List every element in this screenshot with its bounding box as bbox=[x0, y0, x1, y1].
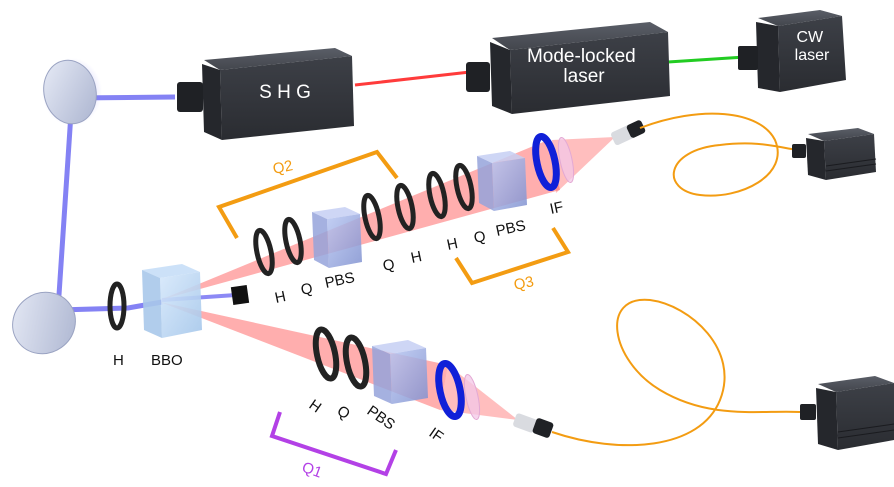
mode-locked-laser: Mode-locked laser bbox=[466, 22, 670, 114]
bbo-crystal bbox=[142, 264, 202, 338]
detector-upper bbox=[792, 128, 877, 180]
upper-label-q2: Q bbox=[381, 256, 396, 275]
cw-laser: CW laser bbox=[738, 10, 846, 92]
lower-label-h: H bbox=[306, 396, 325, 416]
source: H BBO bbox=[107, 264, 250, 369]
q2-label: Q2 bbox=[271, 157, 294, 178]
green-beam bbox=[667, 55, 746, 64]
q1-bracket bbox=[269, 411, 398, 477]
upper-lens bbox=[557, 136, 575, 184]
lower-label-if: IF bbox=[426, 424, 447, 446]
upper-pbs2 bbox=[477, 151, 527, 211]
shg-label: S H G bbox=[259, 82, 311, 103]
source-h-label: H bbox=[113, 352, 124, 369]
upper-label-h1: H bbox=[273, 288, 287, 307]
mode-locked-line-1: Mode-locked bbox=[527, 46, 636, 67]
q1-label: Q1 bbox=[300, 459, 325, 482]
upper-q3 bbox=[453, 162, 475, 212]
lower-if-filter bbox=[435, 360, 465, 420]
mode-locked-line-2: laser bbox=[563, 66, 605, 87]
source-bbo-label: BBO bbox=[151, 352, 183, 369]
q2-bracket bbox=[216, 149, 399, 240]
upper-h2 bbox=[394, 182, 416, 232]
upper-label-h3: H bbox=[445, 235, 459, 254]
upper-label-q3: Q bbox=[472, 228, 487, 247]
upper-label-pbs2: PBS bbox=[494, 217, 527, 240]
mirror-bottom bbox=[12, 291, 76, 355]
upper-pbs1 bbox=[312, 207, 362, 268]
lower-q bbox=[342, 334, 370, 390]
upper-label-if: IF bbox=[548, 199, 565, 218]
beam-dump bbox=[230, 284, 250, 306]
mode-locked-laser-label: Mode-locked laser bbox=[527, 46, 641, 87]
upper-if-filter bbox=[532, 132, 560, 192]
q3-label: Q3 bbox=[512, 273, 535, 294]
detector-lower bbox=[800, 376, 894, 450]
upper-h3 bbox=[426, 170, 448, 220]
q3-bracket bbox=[454, 226, 572, 286]
fiber-lower bbox=[551, 298, 801, 447]
upper-h1 bbox=[253, 227, 275, 277]
cw-laser-line-1: CW bbox=[796, 29, 824, 46]
lower-arm: H Q PBS IF Q1 bbox=[269, 326, 554, 482]
upper-q2 bbox=[361, 192, 383, 242]
upper-label-pbs1: PBS bbox=[323, 269, 356, 292]
shg: S H G bbox=[177, 48, 354, 140]
lower-label-q: Q bbox=[334, 402, 353, 423]
upper-label-q1: Q bbox=[299, 280, 314, 299]
fibers bbox=[551, 112, 801, 447]
upper-q1 bbox=[282, 216, 304, 266]
lower-label-pbs: PBS bbox=[364, 402, 398, 433]
lower-pbs bbox=[372, 340, 428, 404]
hwp-source bbox=[107, 281, 127, 331]
mirror-top bbox=[42, 58, 102, 126]
upper-fiber-coupler bbox=[611, 120, 646, 146]
lower-fiber-coupler bbox=[513, 413, 554, 438]
red-beam-shg bbox=[354, 70, 471, 87]
lower-h bbox=[312, 326, 340, 382]
fiber-upper bbox=[639, 112, 799, 197]
cw-laser-label: CW laser bbox=[795, 29, 830, 64]
cw-laser-line-2: laser bbox=[795, 47, 830, 64]
lower-lens bbox=[463, 373, 481, 421]
upper-arm: H Q PBS Q H H Q PBS IF Q2 Q3 bbox=[216, 120, 646, 307]
upper-label-h2: H bbox=[409, 248, 423, 267]
